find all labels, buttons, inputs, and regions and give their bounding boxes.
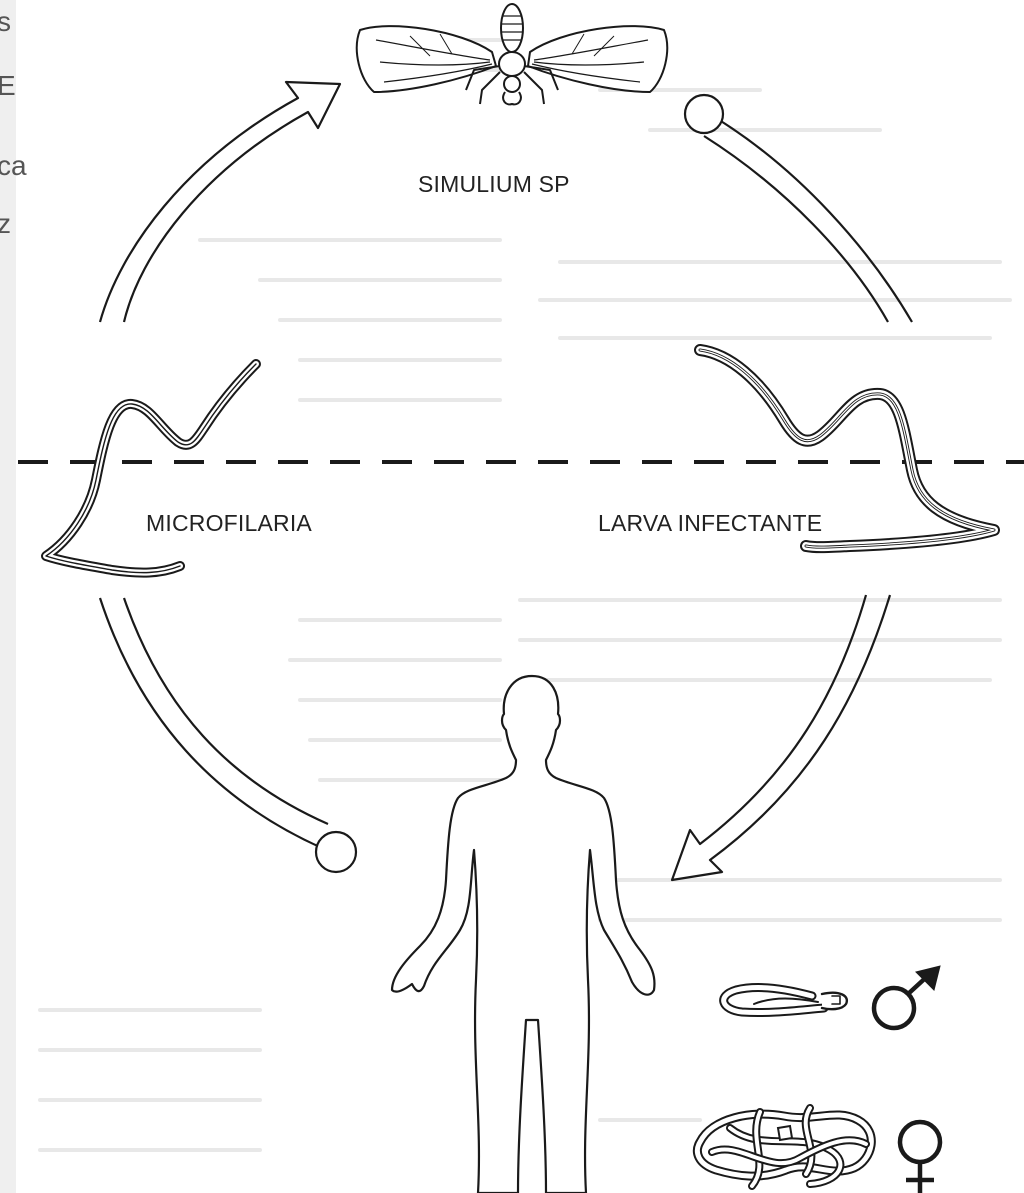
male-symbol-icon [874,966,940,1028]
arc-human-to-microfilaria [100,598,356,872]
adult-female-worm-icon [697,1108,871,1186]
human-figure-icon [392,676,654,1193]
microfilaria-label: MICROFILARIA [146,510,312,536]
simulium-label: SIMULIUM SP [418,171,570,197]
female-symbol-icon [900,1122,940,1193]
adult-male-worm-icon [724,988,847,1013]
simulium-fly-icon [357,4,667,104]
microfilaria-worm-icon [46,364,256,573]
arrow-to-human [672,595,890,880]
arrow-to-simulium [100,82,340,322]
larva-label: LARVA INFECTANTE [598,510,822,536]
